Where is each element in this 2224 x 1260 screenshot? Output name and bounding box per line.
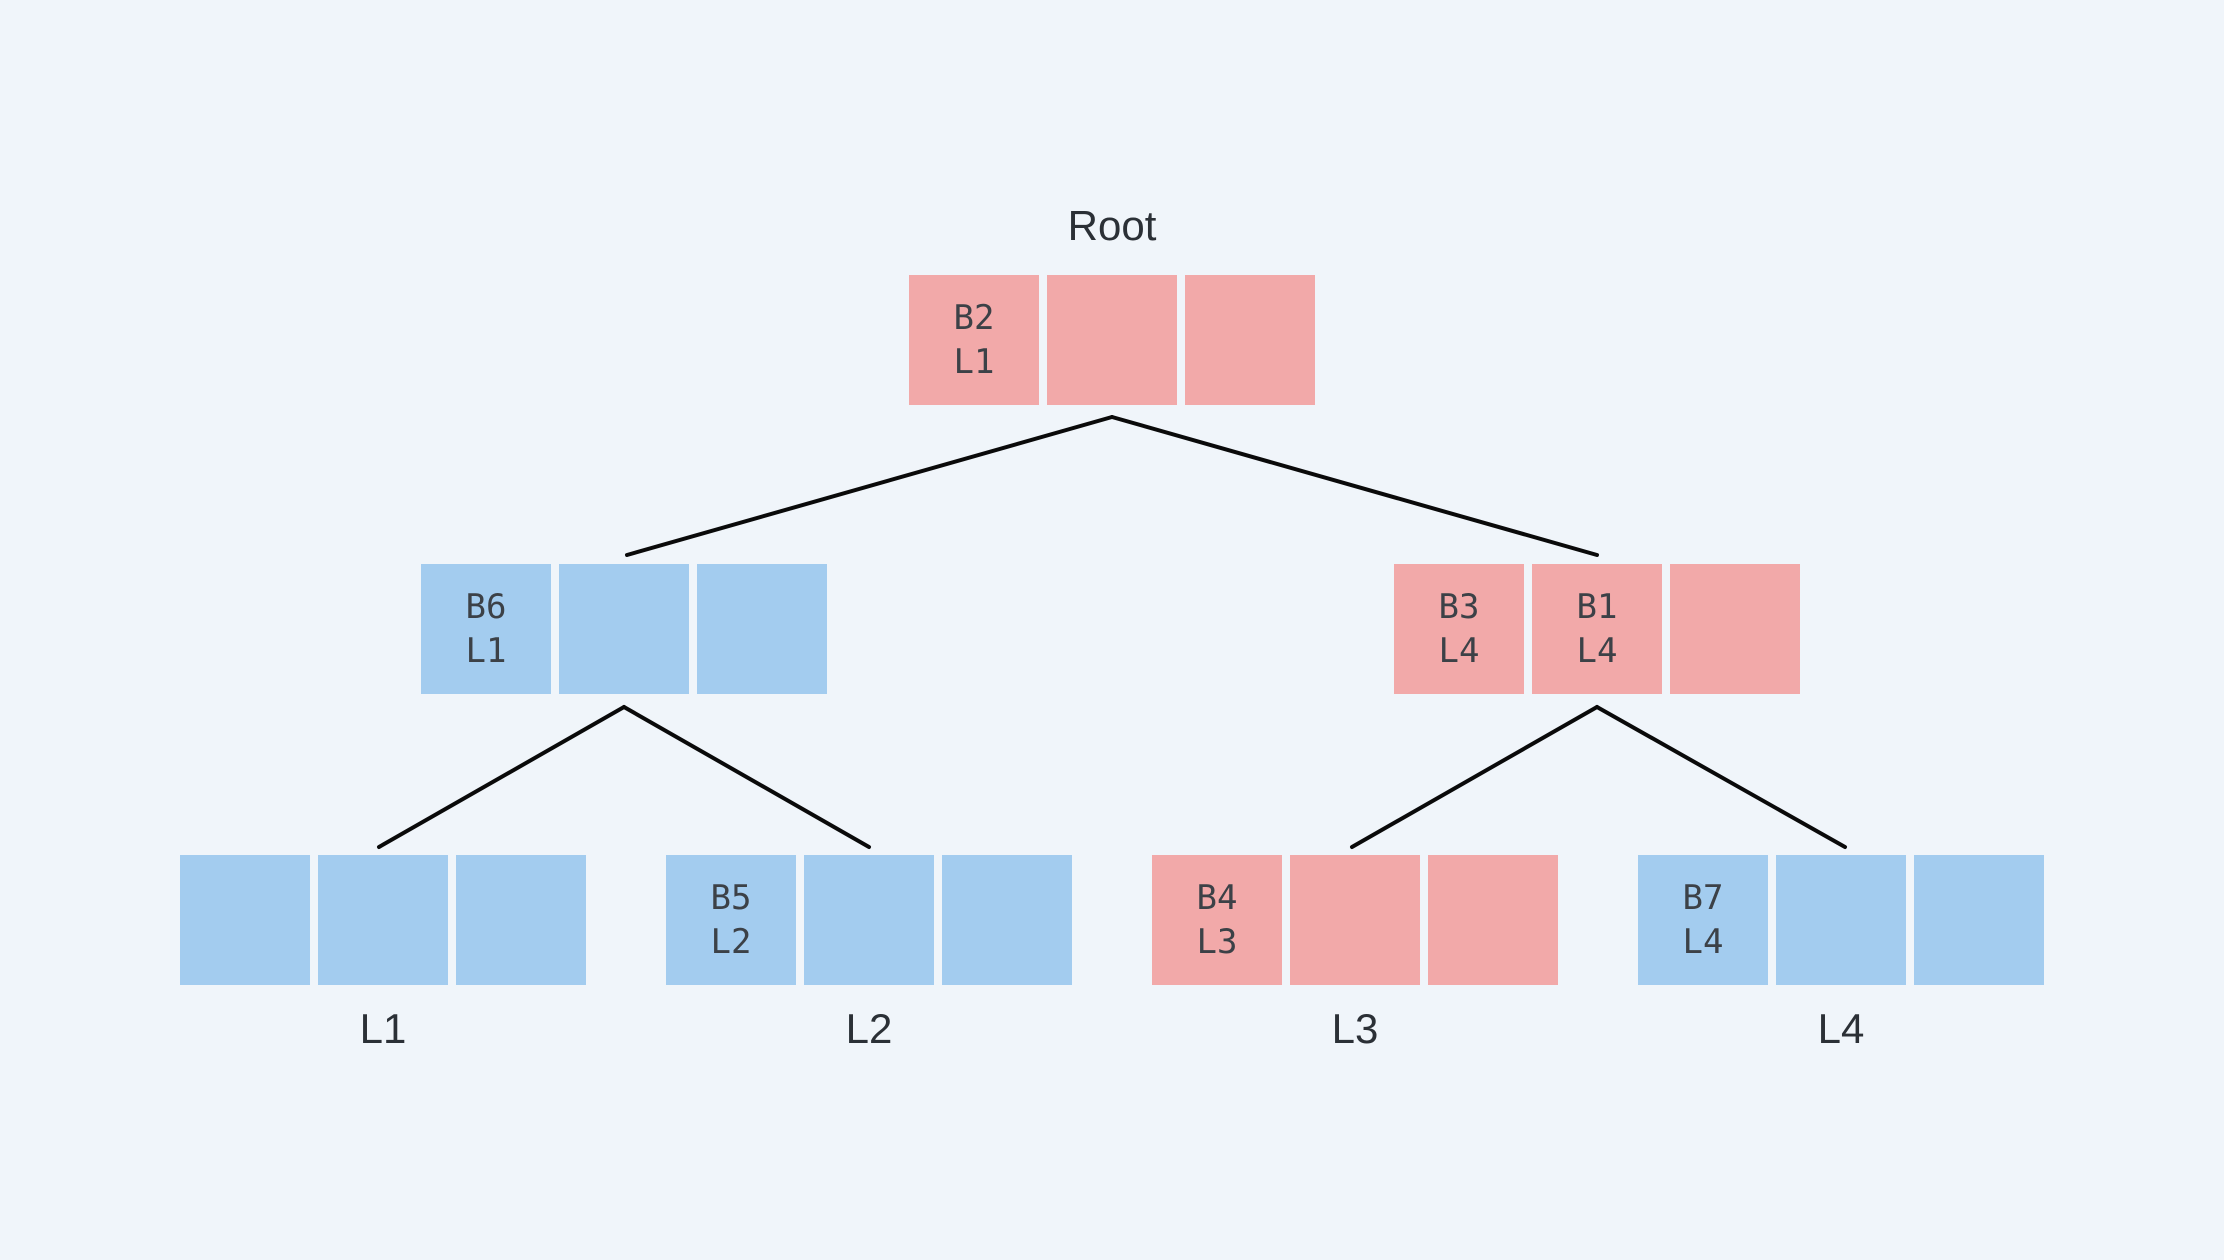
node-cell xyxy=(942,855,1072,985)
leaf-label-l3: L3 xyxy=(1331,1005,1379,1052)
node-cell xyxy=(1776,855,1906,985)
tree-node-internal-left: B6 L1 xyxy=(421,564,827,694)
node-cell xyxy=(456,855,586,985)
node-cell xyxy=(804,855,934,985)
edge-root-right xyxy=(1110,415,1599,557)
node-cell xyxy=(559,564,689,694)
node-cell xyxy=(1670,564,1800,694)
tree-node-leaf-3: B4 L3 xyxy=(1152,855,1558,985)
edge-left-leaf2 xyxy=(622,705,871,849)
node-cell: B4 L3 xyxy=(1152,855,1282,985)
node-cell xyxy=(1047,275,1177,405)
node-cell: B7 L4 xyxy=(1638,855,1768,985)
tree-node-leaf-2: B5 L2 xyxy=(666,855,1072,985)
edge-right-leaf3 xyxy=(1350,705,1599,849)
node-cell: B2 L1 xyxy=(909,275,1039,405)
leaf-label-l1: L1 xyxy=(359,1005,407,1052)
edge-right-leaf4 xyxy=(1595,705,1847,849)
node-cell xyxy=(1290,855,1420,985)
node-cell xyxy=(1185,275,1315,405)
node-cell xyxy=(318,855,448,985)
node-cell xyxy=(697,564,827,694)
edge-left-leaf1 xyxy=(377,705,626,849)
node-cell xyxy=(1914,855,2044,985)
node-cell: B3 L4 xyxy=(1394,564,1524,694)
node-cell: B1 L4 xyxy=(1532,564,1662,694)
node-cell xyxy=(1428,855,1558,985)
root-label: Root xyxy=(1067,202,1157,249)
leaf-label-l4: L4 xyxy=(1817,1005,1865,1052)
edge-root-left xyxy=(625,415,1114,557)
tree-node-root: B2 L1 xyxy=(909,275,1315,405)
node-cell xyxy=(180,855,310,985)
tree-node-internal-right: B3 L4 B1 L4 xyxy=(1394,564,1800,694)
node-cell: B6 L1 xyxy=(421,564,551,694)
leaf-label-l2: L2 xyxy=(845,1005,893,1052)
tree-node-leaf-1 xyxy=(180,855,586,985)
node-cell: B5 L2 xyxy=(666,855,796,985)
tree-node-leaf-4: B7 L4 xyxy=(1638,855,2044,985)
